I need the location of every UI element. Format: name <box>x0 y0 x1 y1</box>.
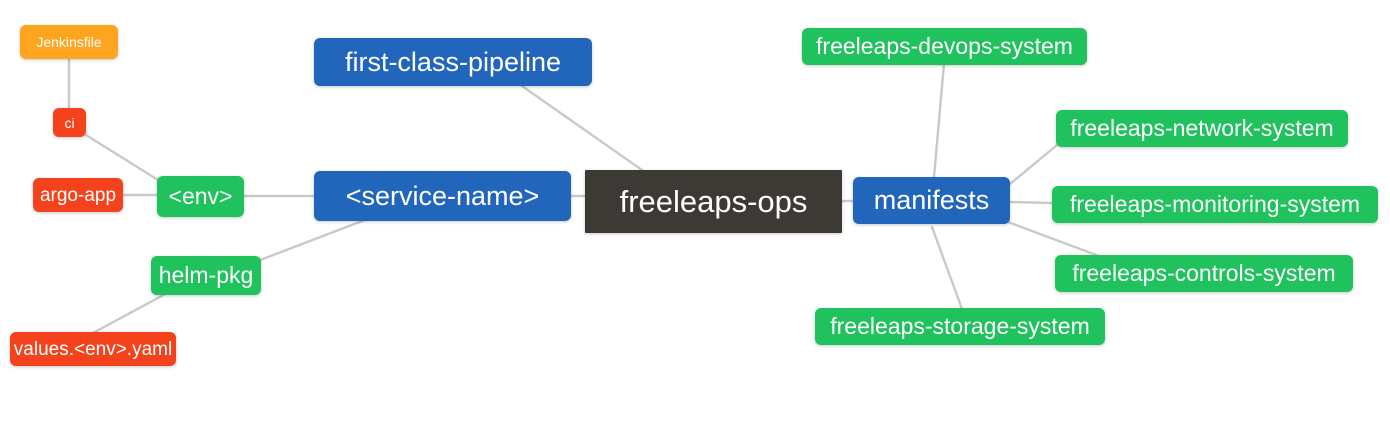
node-network-system-label: freeleaps-network-system <box>1070 115 1334 141</box>
node-env-label: <env> <box>168 183 233 209</box>
node-first-class-pipeline[interactable]: first-class-pipeline <box>314 38 592 86</box>
node-ci[interactable]: ci <box>53 108 86 137</box>
node-values-yaml[interactable]: values.<env>.yaml <box>10 332 176 366</box>
edge-manifests-storagesystem <box>930 225 964 311</box>
node-values-yaml-label: values.<env>.yaml <box>13 338 173 360</box>
node-helm-pkg[interactable]: helm-pkg <box>151 256 261 295</box>
node-storage-system[interactable]: freeleaps-storage-system <box>815 308 1105 345</box>
edge-manifests-monitoringsystem <box>1009 200 1054 205</box>
node-jenkinsfile[interactable]: Jenkinsfile <box>20 25 118 59</box>
edge-ci-env <box>84 133 160 182</box>
node-manifests[interactable]: manifests <box>853 177 1010 224</box>
node-monitoring-system-label: freeleaps-monitoring-system <box>1069 191 1361 217</box>
edge-firstclasspipeline-root <box>520 84 644 172</box>
node-env[interactable]: <env> <box>157 176 244 217</box>
node-root-freeleaps-ops-label: freeleaps-ops <box>619 184 808 219</box>
node-network-system[interactable]: freeleaps-network-system <box>1056 110 1348 147</box>
node-root-freeleaps-ops[interactable]: freeleaps-ops <box>585 170 842 233</box>
node-argo-app-label: argo-app <box>39 184 117 206</box>
node-monitoring-system[interactable]: freeleaps-monitoring-system <box>1052 186 1378 223</box>
node-manifests-label: manifests <box>873 185 990 215</box>
node-service-name[interactable]: <service-name> <box>314 171 571 221</box>
node-ci-label: ci <box>64 114 75 131</box>
node-first-class-pipeline-label: first-class-pipeline <box>344 46 562 77</box>
node-storage-system-label: freeleaps-storage-system <box>830 313 1090 339</box>
edge-manifests-networksystem <box>1008 143 1059 186</box>
edge-helmpkg-servicename <box>253 216 372 264</box>
edge-manifests-devopssystem <box>932 62 946 179</box>
node-devops-system[interactable]: freeleaps-devops-system <box>802 28 1087 65</box>
edge-valuesyaml-helmpkg <box>91 290 171 335</box>
node-controls-system-label: freeleaps-controls-system <box>1072 260 1336 286</box>
node-devops-system-label: freeleaps-devops-system <box>816 33 1073 59</box>
node-controls-system[interactable]: freeleaps-controls-system <box>1055 255 1353 292</box>
node-jenkinsfile-label: Jenkinsfile <box>36 34 102 50</box>
node-argo-app[interactable]: argo-app <box>33 178 123 212</box>
node-service-name-label: <service-name> <box>345 180 540 211</box>
node-helm-pkg-label: helm-pkg <box>158 262 254 288</box>
